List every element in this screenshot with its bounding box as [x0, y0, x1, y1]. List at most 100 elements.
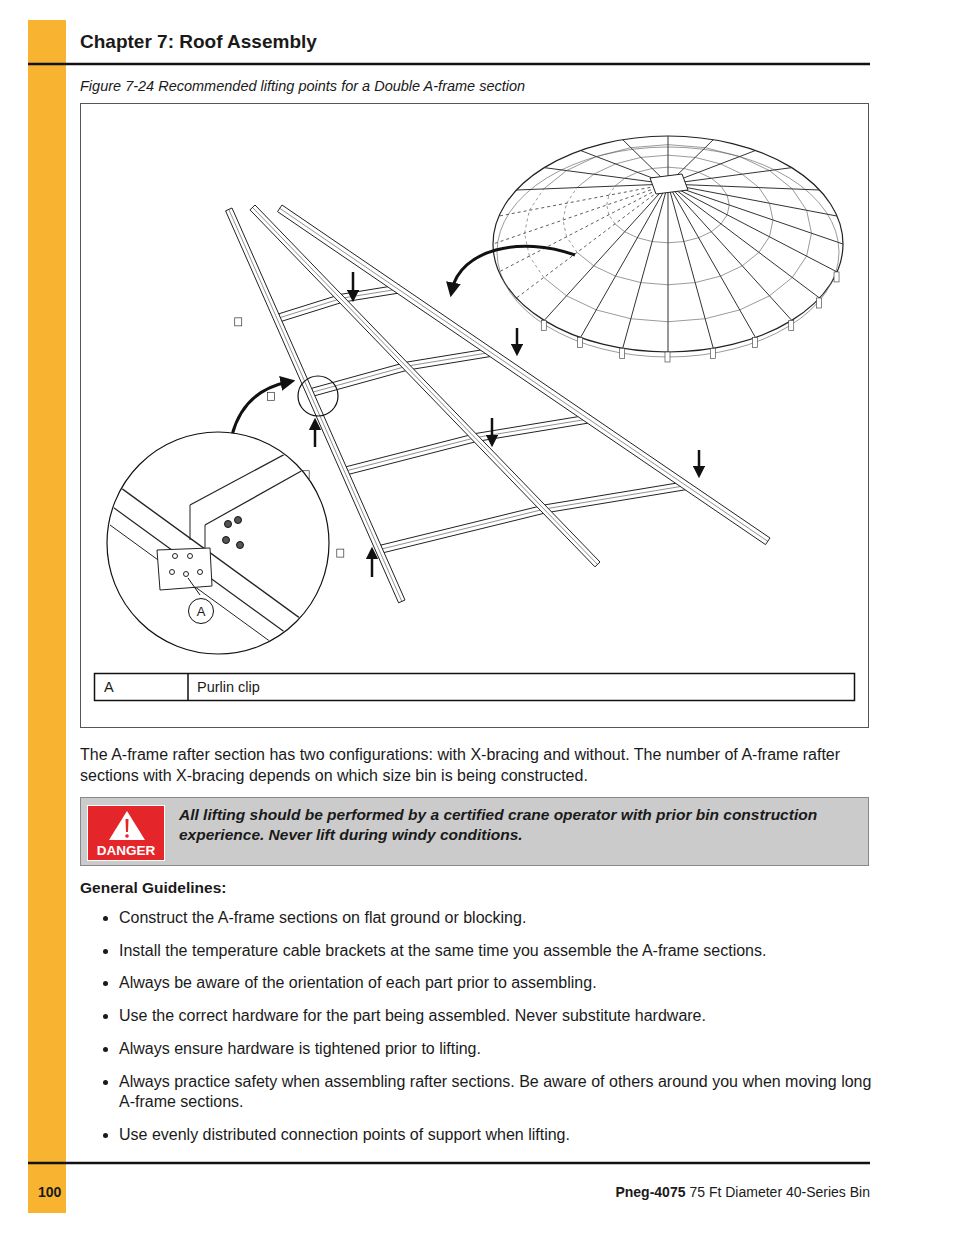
dome-purlin	[567, 188, 577, 204]
dome-purlin	[668, 145, 705, 148]
dome-purlin	[567, 237, 577, 253]
bolt	[173, 554, 178, 559]
guideline-item: Use evenly distributed connection points…	[119, 1125, 879, 1145]
locator-arrow	[452, 246, 575, 290]
dome-purlin	[625, 232, 638, 238]
header-rule	[28, 63, 870, 66]
dome-purlin	[740, 296, 770, 310]
detail-line	[110, 505, 330, 665]
roof-rim	[497, 147, 839, 357]
dome-rafter	[499, 184, 668, 272]
dome-purlin	[699, 232, 712, 238]
dome-rafter	[499, 184, 668, 216]
dome-purlin	[807, 233, 812, 256]
dome-purlin	[609, 186, 615, 195]
body-paragraph: The A-frame rafter section has two confi…	[80, 744, 860, 786]
lift-arrow	[352, 272, 355, 296]
nut	[237, 542, 244, 549]
dome-rafter	[668, 184, 843, 244]
dome-purlin	[607, 195, 609, 205]
guideline-list: Construct the A-frame sections on flat g…	[80, 908, 879, 1145]
purlin-clip	[268, 392, 275, 400]
frame-line	[280, 298, 343, 318]
frame-line	[407, 352, 492, 366]
dome-rafter	[544, 168, 668, 184]
dome-purlin	[740, 157, 770, 171]
danger-word: DANGER	[88, 843, 164, 858]
rafter-beam	[346, 433, 478, 474]
dome-purlin	[563, 220, 567, 237]
dome-purlin	[668, 167, 684, 168]
dome-rafter	[668, 184, 756, 338]
dome-purlin	[544, 277, 567, 295]
footer-text: Pneg-407575 Ft Diameter 40-Series Bin	[615, 1184, 870, 1200]
guideline-item: Always be aware of the orientation of ea…	[119, 973, 879, 993]
dome-purlin	[769, 277, 792, 295]
zoom-arrow	[232, 382, 288, 435]
dome-purlin	[652, 167, 668, 168]
purlin-clip	[235, 318, 242, 326]
eave-bracket	[541, 320, 546, 330]
bolt	[198, 570, 203, 575]
dome-purlin	[711, 224, 721, 232]
dome-purlin	[616, 157, 641, 163]
rafter-beam	[277, 205, 770, 545]
detail-line	[110, 525, 330, 685]
dome-purlin	[705, 310, 740, 319]
zoom-marker	[298, 376, 338, 416]
dome-purlin	[742, 252, 759, 265]
dome-rafter	[668, 184, 837, 216]
lift-arrow	[491, 418, 494, 441]
dome-purlin	[695, 157, 720, 163]
frame-line	[347, 437, 477, 470]
dome-purlin	[759, 188, 769, 204]
dome-purlin	[668, 242, 684, 243]
dome-purlin	[567, 296, 597, 310]
dome-purlin	[759, 237, 769, 253]
document-title: 75 Ft Diameter 40-Series Bin	[689, 1184, 870, 1200]
dome-purlin	[792, 256, 806, 277]
document-code: Pneg-4075	[615, 1184, 685, 1200]
eave-bracket	[620, 348, 625, 358]
dome-purlin	[668, 283, 695, 285]
table-cell: Purlin clip	[197, 679, 260, 695]
detail-view	[110, 430, 330, 685]
bolt	[184, 572, 189, 577]
dome-purlin	[609, 215, 615, 224]
dome-rafter	[668, 184, 669, 352]
frame-line	[342, 289, 400, 298]
eave-bracket	[789, 320, 794, 330]
eave-bracket	[817, 298, 822, 308]
dome-purlin	[668, 319, 705, 322]
dome-purlin	[769, 171, 792, 189]
dome-purlin	[594, 164, 616, 174]
callout-circle: A	[188, 598, 214, 624]
dome-rafter	[668, 184, 820, 298]
dome-purlin	[807, 210, 812, 233]
dome-purlin	[721, 266, 743, 276]
dome-purlin	[641, 155, 668, 157]
dome-purlin	[529, 256, 543, 277]
lift-arrow	[314, 424, 317, 447]
dome-purlin	[607, 205, 609, 215]
guideline-item: Construct the A-frame sections on flat g…	[119, 908, 879, 928]
dome-purlin	[594, 266, 616, 276]
purlin-clip	[337, 549, 344, 557]
frame-line	[313, 366, 408, 392]
rafter-beam	[407, 348, 493, 370]
dome-rafter	[493, 184, 668, 244]
dome-purlin	[711, 178, 721, 186]
callout-letter: A	[197, 604, 206, 619]
dome-purlin	[684, 238, 699, 242]
figure-caption: Figure 7-24 Recommended lifting points f…	[80, 78, 525, 94]
dome-rafter	[668, 168, 792, 184]
dome-purlin	[525, 210, 530, 233]
rafter-beam	[381, 505, 547, 553]
dome-purlin	[625, 172, 638, 178]
dome-purlin	[769, 220, 773, 237]
detail-circle	[107, 432, 329, 654]
dome-purlin	[615, 178, 625, 186]
dome-purlin	[563, 203, 567, 220]
chapter-title: Chapter 7: Roof Assembly	[80, 31, 317, 53]
purlin-clip-detail	[157, 548, 212, 590]
